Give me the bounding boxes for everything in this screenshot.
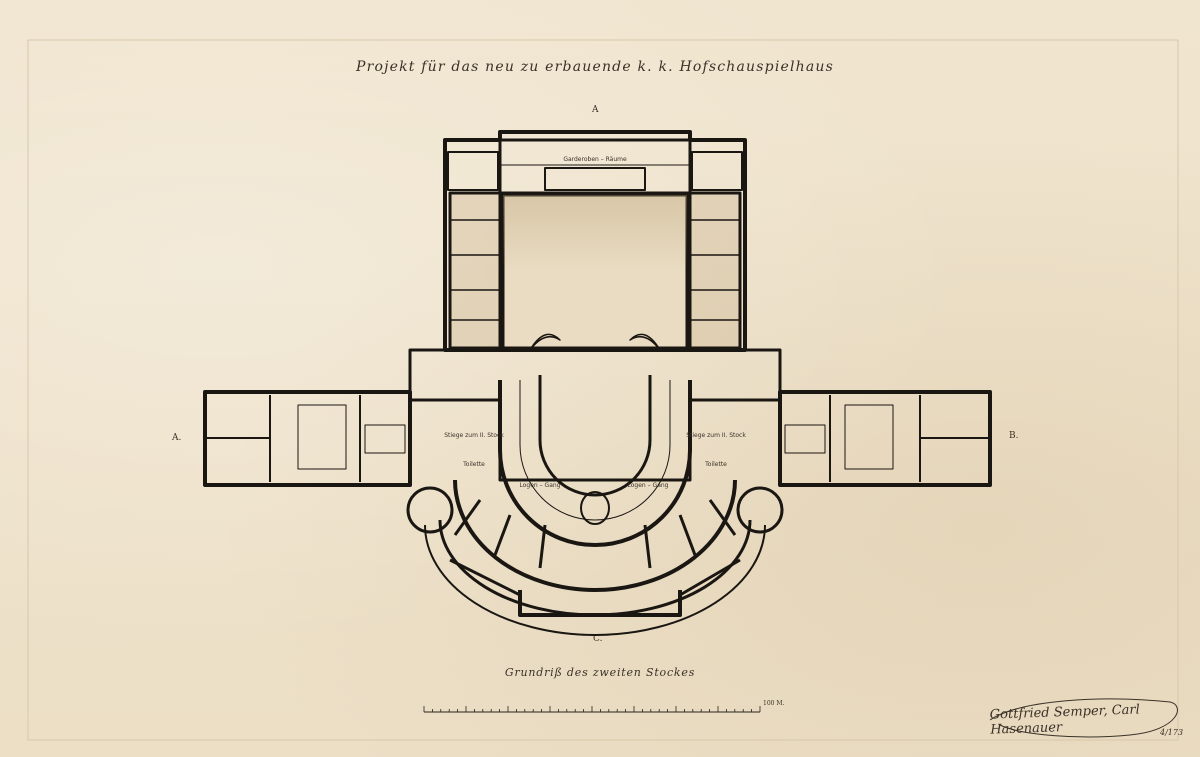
corner-room-ne (691, 151, 743, 191)
dressing-rooms-right (688, 191, 742, 350)
garderoben-room (498, 138, 692, 195)
west-stair (297, 404, 347, 470)
label-toilet-left: Toilette (462, 461, 485, 468)
east-stair (844, 404, 894, 470)
stair-tower-right (736, 486, 784, 534)
mid-block-wall (408, 348, 782, 482)
section-marker-a-top: A (592, 105, 599, 115)
label-boxes-left: Logen – Gang (520, 482, 561, 489)
reference-number: 4/173 (1160, 728, 1184, 737)
auditorium-inner (538, 375, 652, 497)
drawing-title: Projekt für das neu zu erbauende k. k. H… (355, 59, 835, 75)
signature-flourish (989, 698, 1178, 738)
east-wing-wall (778, 390, 992, 487)
dressing-rooms-left (448, 191, 502, 350)
scale-label: 100 M. (763, 700, 785, 707)
label-boxes-right: Logen – Gang (628, 482, 669, 489)
scale-bar (423, 706, 761, 713)
stair-tower-left (406, 486, 454, 534)
label-stair-left: Stiege zum II. Stock (444, 432, 504, 439)
corner-room-nw (447, 151, 499, 191)
front-porch (518, 590, 682, 617)
section-marker-a-left: A. (172, 433, 182, 443)
west-wing-wall (203, 390, 412, 487)
sheet-border (27, 39, 1179, 741)
section-marker-c-bottom: C. (593, 634, 603, 644)
auditorium-outer (498, 380, 692, 547)
drawing-subtitle: Grundriß des zweiten Stockes (504, 666, 696, 679)
label-garderoben: Garderoben – Räume (563, 156, 627, 163)
box-ring (453, 479, 737, 592)
label-toilet-right: Toilette (704, 461, 727, 468)
section-marker-b-right: B. (1009, 431, 1019, 441)
label-stair-right: Stiege zum II. Stock (686, 432, 746, 439)
foyer-curve (424, 524, 766, 636)
